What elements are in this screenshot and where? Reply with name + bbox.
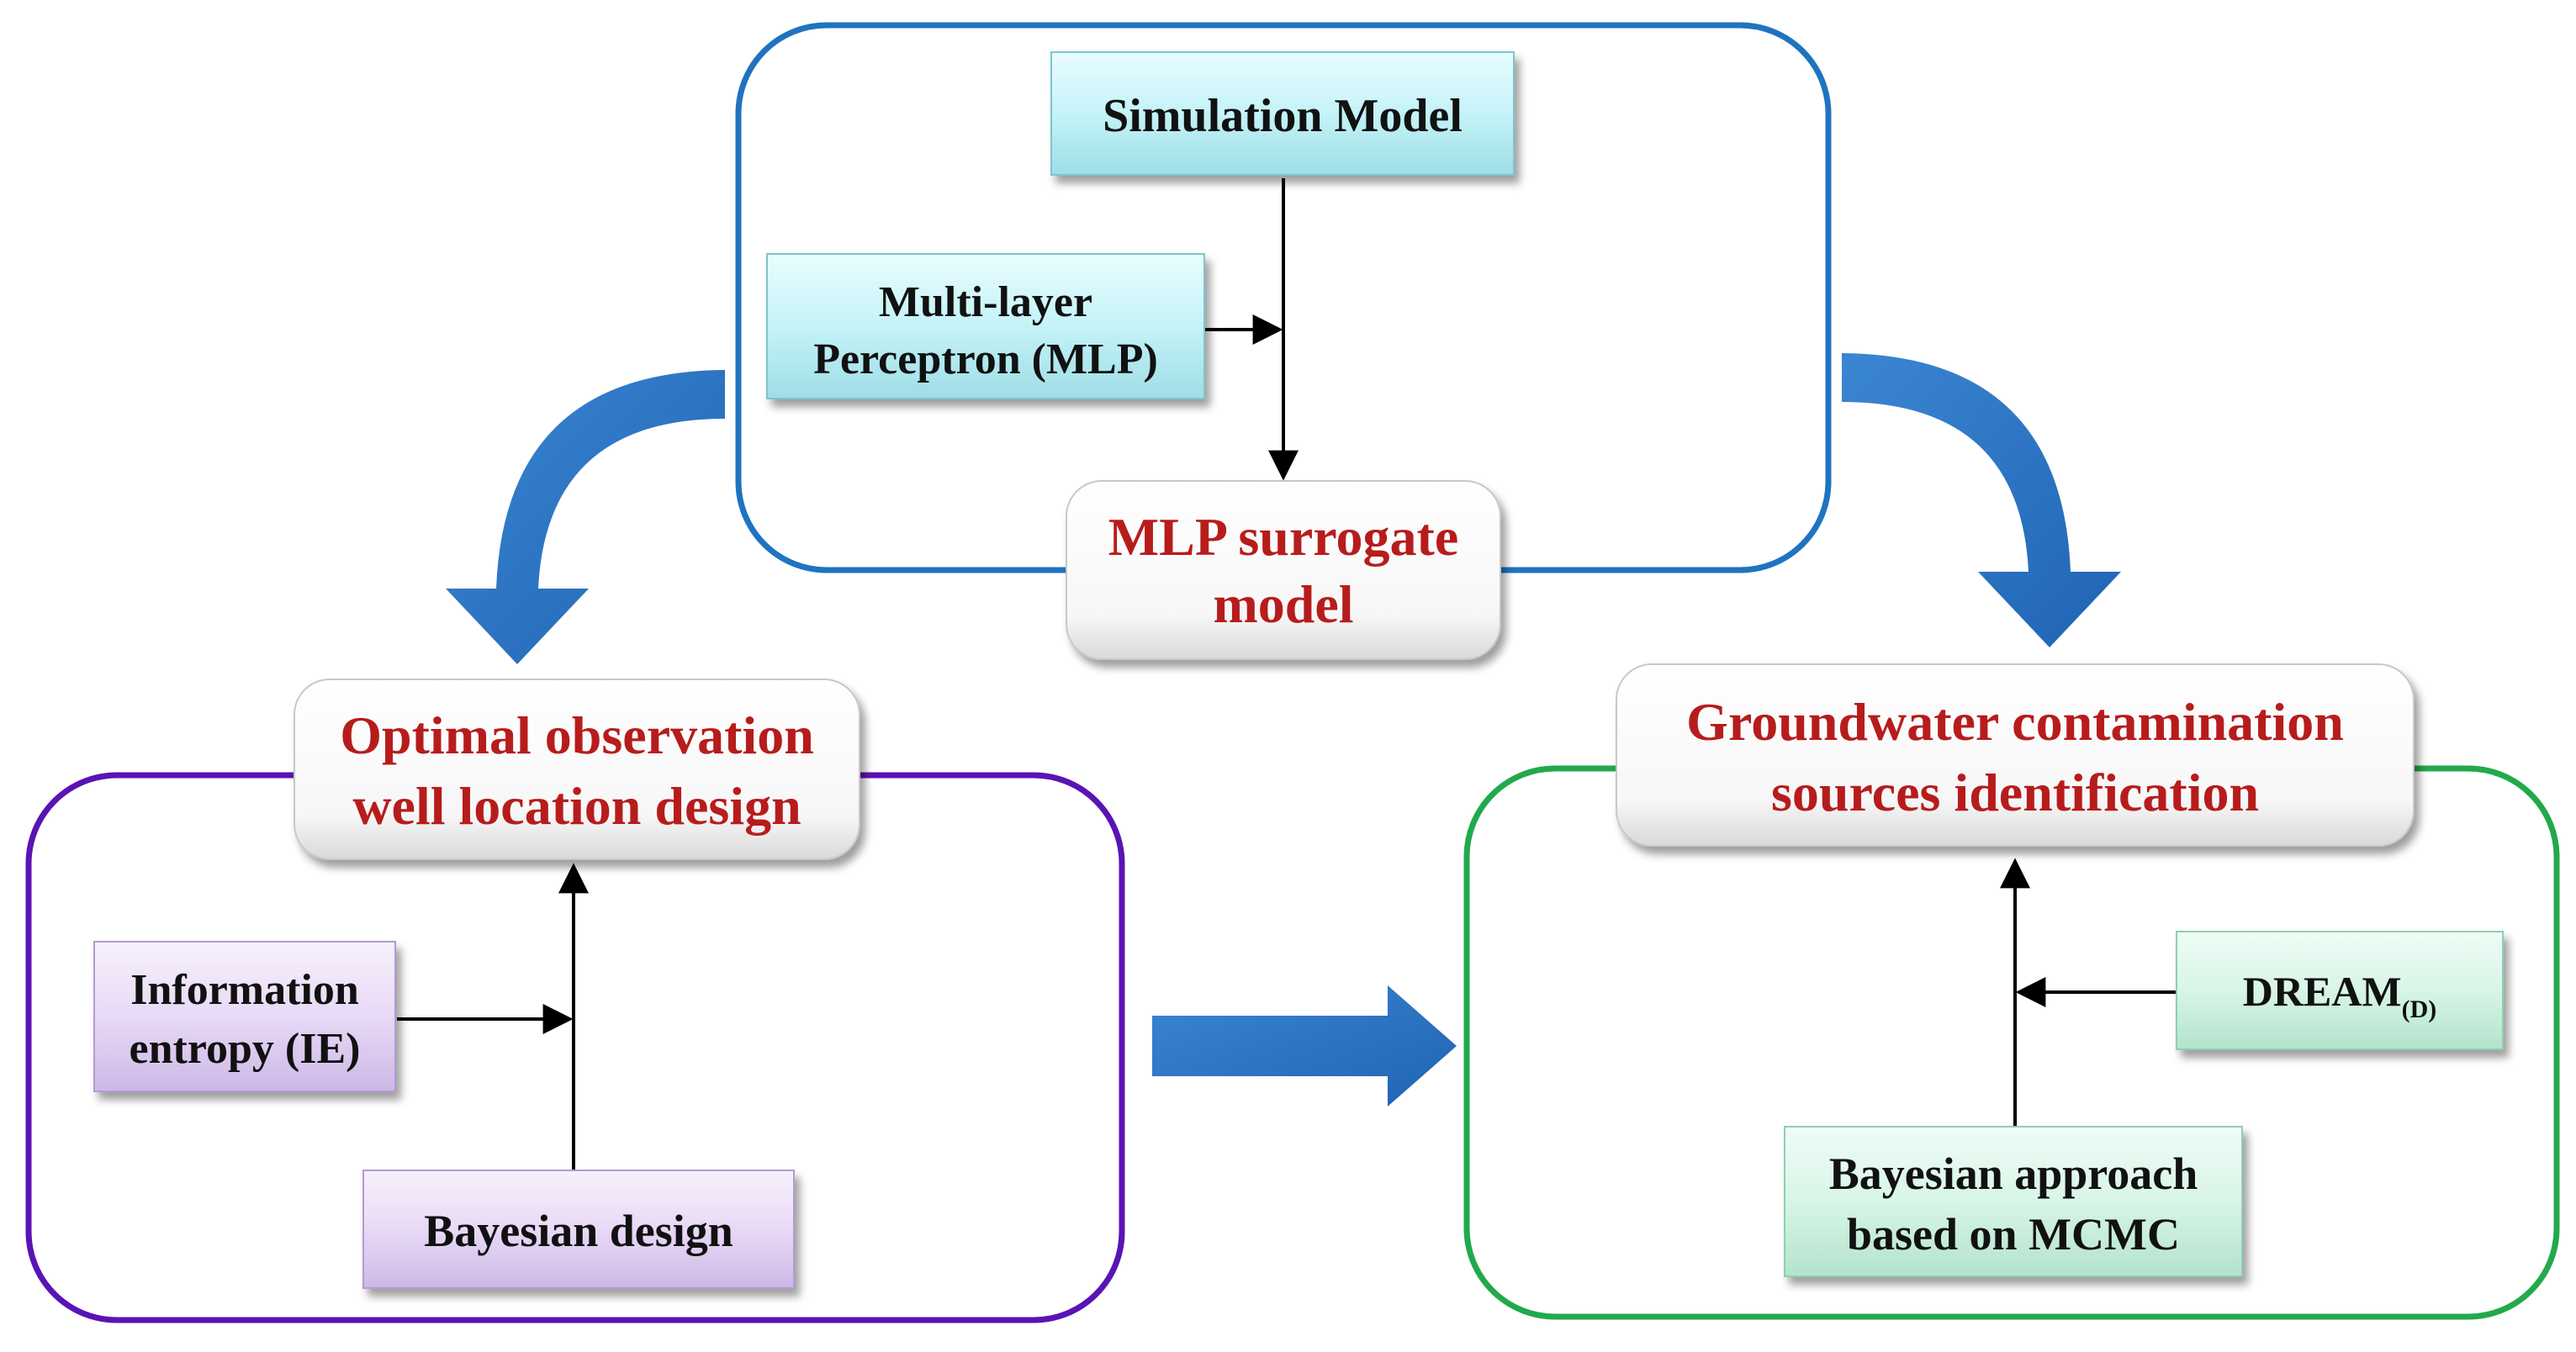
dream-box: DREAM(D) — [2176, 931, 2504, 1050]
bayesian-mcmc-box: Bayesian approach based on MCMC — [1784, 1126, 2243, 1277]
dream-label-main: DREAM — [2243, 968, 2402, 1015]
simulation-model-box: Simulation Model — [1050, 51, 1515, 176]
contamination-title-line1: Groundwater contamination — [1686, 692, 2344, 752]
mcmc-label-line2: based on MCMC — [1847, 1209, 2180, 1260]
curved-down-arrow-icon — [1842, 353, 2121, 647]
optimal-design-title-line2: well location design — [352, 776, 801, 836]
dream-label-subscript: (D) — [2402, 996, 2437, 1023]
surrogate-label-line1: MLP surrogate — [1108, 507, 1459, 567]
optimal-design-title-line1: Optimal observation — [340, 705, 814, 765]
mlp-label-line1: Multi-layer — [879, 278, 1092, 326]
entropy-label-line2: entropy (IE) — [130, 1025, 361, 1073]
contamination-id-title-box: Groundwater contamination sources identi… — [1616, 663, 2415, 847]
information-entropy-box: Information entropy (IE) — [93, 941, 396, 1092]
right-arrow-icon — [1152, 985, 1457, 1106]
mlp-label-line2: Perceptron (MLP) — [813, 335, 1158, 383]
entropy-label-line1: Information — [130, 966, 359, 1014]
surrogate-label-line2: model — [1213, 574, 1353, 634]
mcmc-label-line1: Bayesian approach — [1829, 1149, 2198, 1199]
mlp-surrogate-box: MLP surrogate model — [1066, 480, 1501, 660]
mlp-box: Multi-layer Perceptron (MLP) — [766, 253, 1205, 399]
curved-down-arrow-icon — [446, 370, 725, 664]
dream-label: DREAM(D) — [2243, 968, 2437, 1023]
contamination-title-line2: sources identification — [1771, 763, 2259, 822]
simulation-model-label: Simulation Model — [1103, 90, 1463, 142]
optimal-design-title-box: Optimal observation well location design — [294, 679, 860, 860]
bayesian-design-label: Bayesian design — [424, 1206, 733, 1256]
bayesian-design-box: Bayesian design — [362, 1170, 795, 1289]
